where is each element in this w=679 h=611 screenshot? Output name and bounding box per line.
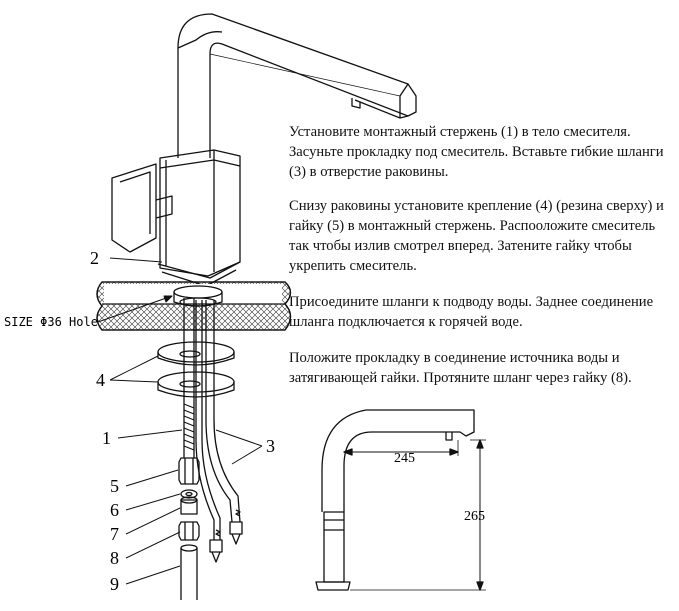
faucet-spout xyxy=(177,13,417,158)
flexible-hoses xyxy=(195,300,243,563)
instruction-step-3: Присоедините шланги к подводу воды. Задн… xyxy=(289,294,654,330)
callout-9: 9 xyxy=(110,574,119,594)
instruction-step-1: Установите монтажный стержень (1) в тело… xyxy=(289,124,664,180)
dimension-height: 265 xyxy=(464,509,485,524)
gasket xyxy=(180,496,198,515)
callout-8: 8 xyxy=(110,548,119,568)
hex-nut xyxy=(178,457,200,485)
callout-3: 3 xyxy=(266,436,275,456)
dimension-width: 245 xyxy=(394,451,415,466)
washer xyxy=(180,489,198,499)
sink-hole-flange xyxy=(173,285,223,307)
callout-2: 2 xyxy=(90,248,99,268)
instruction-step-4: Положите прокладку в соединение источник… xyxy=(289,350,632,386)
instruction-step-2: Снизу раковины установите крепление (4) … xyxy=(289,198,664,274)
mounting-rod xyxy=(183,298,195,458)
faucet-body xyxy=(111,149,241,287)
callout-5: 5 xyxy=(110,476,119,496)
water-supply-pipe xyxy=(180,544,198,600)
leader-lines xyxy=(97,257,263,585)
callout-7: 7 xyxy=(110,524,119,544)
connection-nut xyxy=(178,521,200,541)
callout-4: 4 xyxy=(96,370,105,390)
callout-6: 6 xyxy=(110,500,119,520)
dimension-drawing xyxy=(315,409,486,591)
hole-size-label: SIZE Φ36 Hole xyxy=(4,315,98,329)
callout-1: 1 xyxy=(102,428,111,448)
